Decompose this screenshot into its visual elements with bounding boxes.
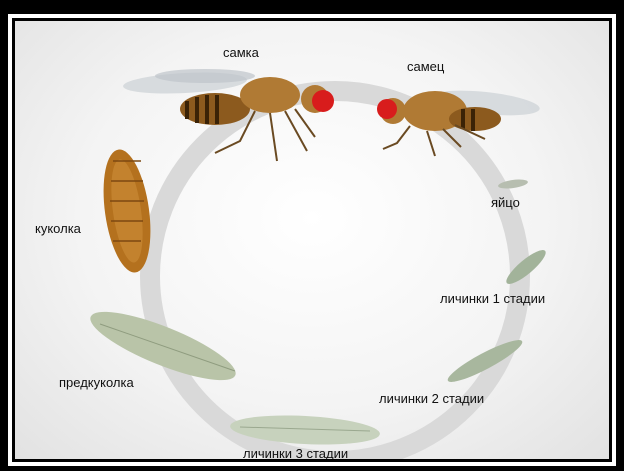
female-fly-icon [123,69,334,161]
label-larva-stage3: личинки 3 стадии [243,446,348,461]
lifecycle-diagram: самка самец яйцо личинки 1 стадии личинк… [12,18,612,462]
label-prepupa: предкуколка [59,375,134,390]
label-larva-stage2: личинки 2 стадии [379,391,484,406]
lifecycle-scene [15,21,609,459]
border-right [616,0,624,471]
label-egg: яйцо [491,195,520,210]
label-male: самец [407,59,444,74]
border-bottom [0,466,624,471]
label-larva-stage1: личинки 1 стадии [440,291,545,306]
border-top [0,0,624,14]
label-female: самка [223,45,259,60]
label-pupa: куколка [35,221,81,236]
border-left [0,0,8,471]
